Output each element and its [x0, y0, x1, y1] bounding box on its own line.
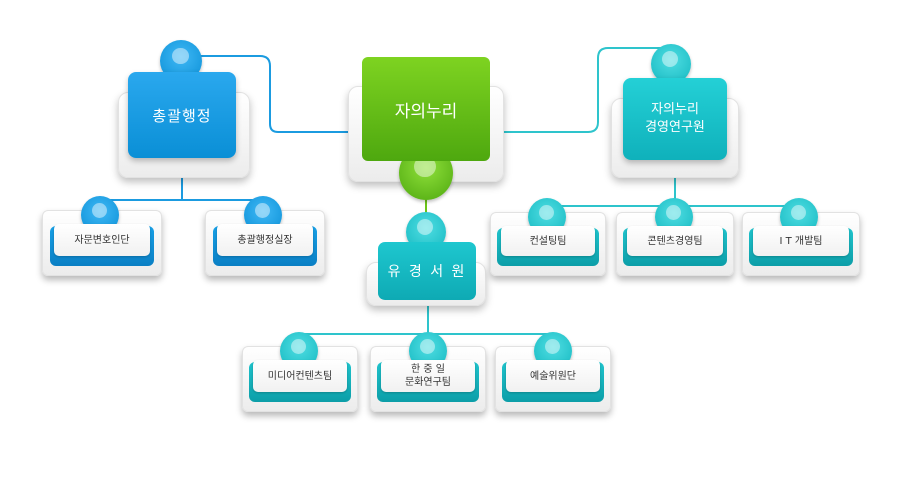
left-child-2-node[interactable]: 총괄행정실장	[217, 224, 313, 256]
right-branch-node[interactable]: 자의누리 경영연구원	[623, 78, 727, 160]
center-child-2-label: 한 중 일 문화연구팀	[405, 364, 451, 388]
right-child-3-label: I T 개발팀	[779, 235, 823, 247]
center-child-3-label: 예술위원단	[530, 370, 576, 382]
right-branch-label: 자의누리 경영연구원	[645, 102, 705, 135]
center-child-1-node[interactable]: 미디어컨텐츠팀	[253, 360, 347, 392]
center-child-2-node[interactable]: 한 중 일 문화연구팀	[381, 360, 475, 392]
right-child-2-label: 콘텐츠경영팀	[647, 235, 703, 247]
right-child-3-node[interactable]: I T 개발팀	[753, 226, 849, 256]
left-branch-label: 총괄행정	[152, 106, 212, 125]
center-branch-label: 유 경 서 원	[387, 264, 467, 280]
root-node[interactable]: 자의누리	[362, 57, 490, 161]
root-label: 자의누리	[394, 101, 458, 122]
right-child-1-label: 컨설팅팀	[529, 235, 567, 247]
right-child-1-node[interactable]: 컨설팅팀	[501, 226, 595, 256]
right-branch-knob-icon	[651, 44, 691, 84]
right-child-2-node[interactable]: 콘텐츠경영팀	[627, 226, 723, 256]
left-child-2-label: 총괄행정실장	[237, 234, 293, 246]
left-child-1-node[interactable]: 자문변호인단	[54, 224, 150, 256]
left-child-1-label: 자문변호인단	[74, 234, 130, 246]
center-branch-node[interactable]: 유 경 서 원	[378, 242, 476, 300]
center-child-3-node[interactable]: 예술위원단	[506, 360, 600, 392]
center-child-1-label: 미디어컨텐츠팀	[267, 370, 333, 382]
left-branch-node[interactable]: 총괄행정	[128, 72, 236, 158]
